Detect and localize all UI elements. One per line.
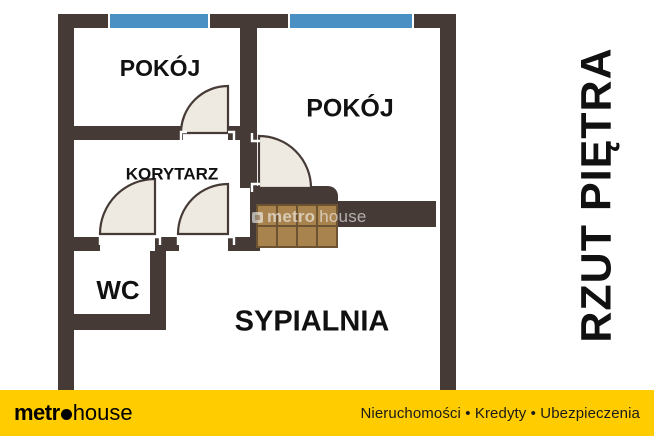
door-korytarz-left [98, 177, 157, 236]
door-jambs [98, 130, 260, 245]
door-korytarz-right [176, 182, 230, 236]
wall-corridor-bottom-a [58, 237, 100, 251]
room-label-korytarz: KORYTARZ [126, 164, 219, 183]
doors [98, 84, 313, 236]
wall-corridor-bottom-b [155, 237, 179, 251]
floor-plan-canvas: POKÓJ POKÓJ KORYTARZ WC SYPIALNIA [58, 12, 456, 390]
window-pokoj-2 [288, 12, 414, 30]
wall-wc-bottom [58, 314, 166, 330]
wall-corridor-right [240, 126, 257, 188]
footer-tagline: Nieruchomości • Kredyty • Ubezpieczenia [360, 404, 640, 422]
room-label-pokoj-2: POKÓJ [306, 93, 394, 123]
windows [108, 12, 414, 30]
footer-bar: metr house Nieruchomości • Kredyty • Ubez… [0, 390, 654, 436]
brand-logo-bold: metr [14, 400, 60, 425]
wall-right-outer [440, 14, 456, 390]
wall-wc-right [150, 251, 166, 314]
wall-lower-left-stub [58, 314, 74, 390]
brand-logo-dot-icon [60, 408, 72, 420]
room-label-wc: WC [96, 275, 140, 305]
door-sypialnia [257, 134, 313, 190]
room-labels: POKÓJ POKÓJ KORYTARZ WC SYPIALNIA [96, 54, 393, 338]
window-pokoj-1 [108, 12, 210, 30]
brand-logo: metr house [14, 400, 133, 426]
room-label-sypialnia: SYPIALNIA [235, 306, 390, 338]
staircase [256, 204, 338, 248]
wall-left-outer [58, 14, 74, 390]
walls [58, 14, 456, 390]
wall-pokoj1-bottom-a [58, 126, 183, 140]
brand-logo-light: house [72, 400, 133, 425]
room-label-pokoj-1: POKÓJ [120, 54, 201, 81]
door-pokoj-1 [179, 84, 230, 135]
wall-vert-rooms [240, 14, 257, 132]
